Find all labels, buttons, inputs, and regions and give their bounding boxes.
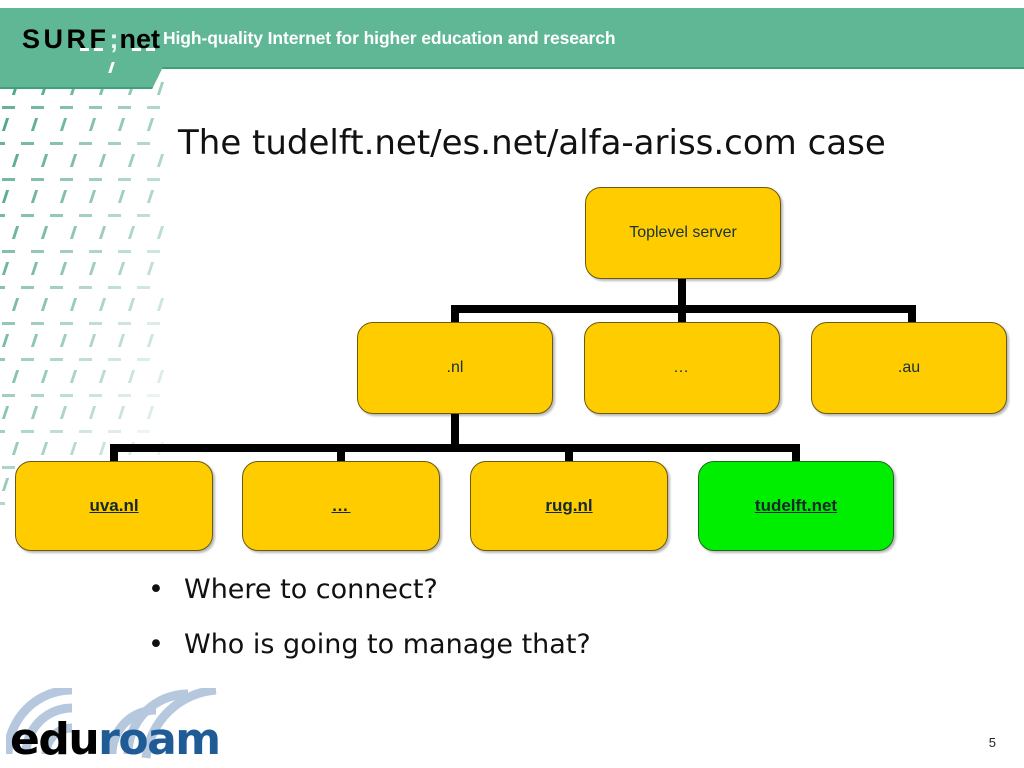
tree-node-rug[interactable]: rug.nl — [470, 461, 668, 551]
bullet-list: • Where to connect? • Who is going to ma… — [148, 576, 848, 686]
connector-level2-drop-mid — [678, 305, 686, 327]
tree-node-nl[interactable]: .nl — [357, 322, 553, 414]
bullet-text: Where to connect? — [184, 574, 438, 605]
connector-root-stem — [678, 275, 686, 313]
connector-level2-drop-nl — [451, 305, 459, 327]
tree-node-tld-ellipsis[interactable]: … — [584, 322, 780, 414]
tree-node-label: … — [673, 359, 691, 376]
page-title: The tudelft.net/es.net/alfa-ariss.com ca… — [178, 123, 886, 163]
tree-node-label: … — [331, 496, 351, 515]
connector-level3-drop-tud — [792, 444, 800, 464]
tree-node-uva[interactable]: uva.nl — [15, 461, 213, 551]
connector-level3-bar — [110, 444, 800, 452]
eduroam-wordmark-roam: roam — [98, 714, 221, 765]
eduroam-wordmark-edu: edu — [10, 714, 100, 765]
tree-node-tudelft[interactable]: tudelft.net — [698, 461, 894, 551]
tree-node-label: .au — [897, 359, 921, 376]
bullet-marker: • — [148, 574, 164, 605]
surfnet-logo: SURF;net — [22, 24, 160, 54]
tree-node-label: .nl — [446, 359, 464, 376]
connector-level3-drop-uva — [110, 444, 118, 464]
list-item: • Where to connect? — [148, 576, 848, 603]
tree-node-label: rug.nl — [545, 496, 593, 515]
connector-level2-drop-au — [908, 305, 916, 327]
tree-node-au[interactable]: .au — [811, 322, 1007, 414]
surfnet-logo-semicolon: ; — [109, 24, 119, 54]
surfnet-logo-surf: SURF — [22, 24, 110, 54]
bullet-marker: • — [148, 629, 164, 660]
bullet-text: Who is going to manage that? — [184, 629, 591, 660]
list-item: • Who is going to manage that? — [148, 631, 848, 658]
header-tagline: High-quality Internet for higher educati… — [163, 28, 616, 48]
connector-level3-drop-rug — [565, 444, 573, 464]
tree-node-label: uva.nl — [89, 496, 139, 515]
tree-node-leaf-ellipsis[interactable]: … — [242, 461, 440, 551]
header-tab-notch — [0, 67, 163, 89]
connector-nl-stem — [451, 412, 459, 450]
page-number: 5 — [988, 735, 996, 750]
header-band — [0, 8, 1024, 69]
tree-node-toplevel[interactable]: Toplevel server — [585, 187, 781, 279]
wifi-arcs-icon — [6, 688, 217, 759]
eduroam-logo: eduroam — [6, 688, 221, 764]
connector-level3-drop-dots — [337, 444, 345, 464]
eduroam-wordmark: eduroam — [10, 718, 221, 762]
tree-node-label: Toplevel server — [629, 224, 737, 241]
tree-node-label: tudelft.net — [754, 496, 838, 515]
